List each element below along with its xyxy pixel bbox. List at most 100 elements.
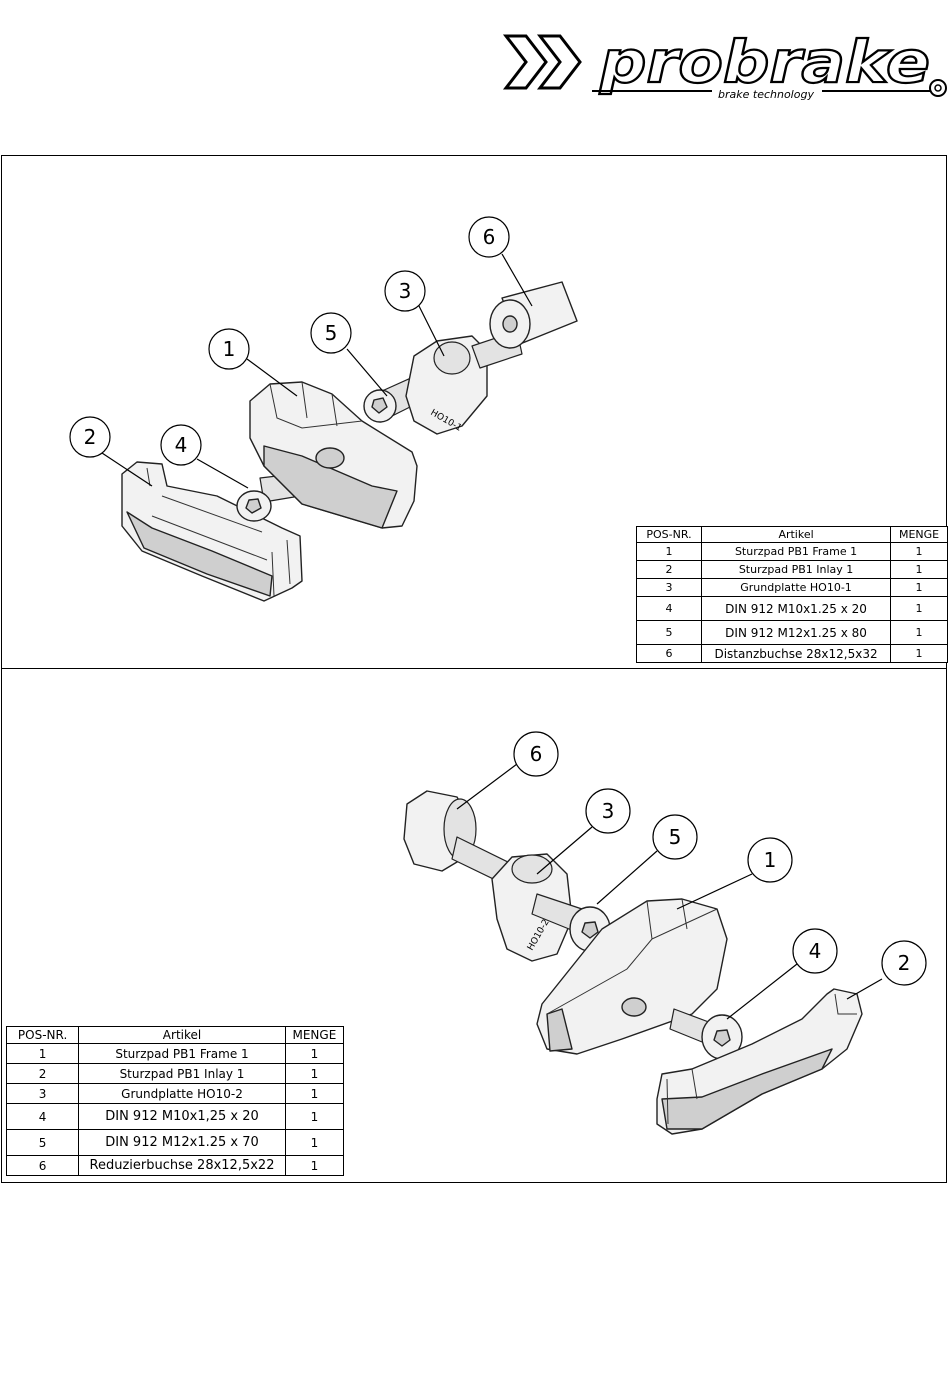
column-header-artikel: Artikel	[701, 526, 892, 543]
cell-menge: 1	[284, 1155, 345, 1176]
exploded-view-drawing: HO10-1 1 2 3 4 5 6	[69, 216, 578, 602]
cell-menge: 1	[890, 596, 948, 621]
cell-menge: 1	[284, 1063, 345, 1084]
balloon-3: 3	[384, 270, 426, 312]
cell-pos: 6	[5, 1155, 80, 1176]
cell-artikel: Sturzpad PB1 Inlay 1	[701, 560, 892, 579]
cell-artikel: DIN 912 M10x1.25 x 20	[701, 596, 892, 621]
cell-pos: 4	[5, 1103, 80, 1130]
part-sturzpad-inlay	[121, 461, 303, 602]
balloon-2: 2	[69, 416, 111, 458]
part-grundplatte: HO10-1	[405, 335, 488, 435]
assembly-panel-ho10-2: HO10-2	[1, 669, 947, 1183]
column-header-pos: POS-NR.	[5, 1026, 80, 1044]
column-header-menge: MENGE	[284, 1026, 345, 1044]
part-bolt-m12	[531, 893, 611, 952]
svg-text:5: 5	[325, 321, 338, 345]
cell-artikel: Grundplatte HO10-1	[701, 578, 892, 597]
cell-pos: 6	[635, 644, 703, 663]
logo-tagline: brake technology	[718, 88, 814, 101]
table-header-row: POS-NR. Artikel MENGE	[635, 526, 948, 543]
cell-artikel: DIN 912 M12x1.25 x 70	[78, 1129, 286, 1156]
cell-pos: 5	[635, 620, 703, 645]
balloon-2: 2	[881, 940, 927, 986]
probrake-logo: probrake brake technology	[502, 28, 947, 101]
cell-pos: 2	[5, 1063, 80, 1084]
cell-pos: 3	[635, 578, 703, 597]
balloon-3: 3	[585, 788, 631, 834]
svg-text:4: 4	[175, 433, 188, 457]
exploded-view-drawing: HO10-2	[403, 731, 927, 1135]
svg-text:1: 1	[764, 848, 777, 872]
cell-artikel: Distanzbuchse 28x12,5x32	[701, 644, 892, 663]
svg-text:2: 2	[84, 425, 97, 449]
balloon-1: 1	[208, 328, 250, 370]
cell-pos: 2	[635, 560, 703, 579]
cell-menge: 1	[284, 1103, 345, 1130]
balloon-group: 6 3 5 1 4 2	[456, 731, 927, 1020]
column-header-menge: MENGE	[890, 526, 948, 543]
column-header-pos: POS-NR.	[635, 526, 703, 543]
cell-pos: 1	[5, 1043, 80, 1064]
cell-artikel: Sturzpad PB1 Frame 1	[701, 542, 892, 561]
logo-brand: probrake	[599, 28, 930, 96]
cell-pos: 3	[5, 1083, 80, 1104]
balloon-4: 4	[792, 928, 838, 974]
svg-text:1: 1	[223, 337, 236, 361]
balloon-4: 4	[160, 424, 202, 466]
cell-menge: 1	[890, 644, 948, 663]
cell-pos: 4	[635, 596, 703, 621]
part-grundplatte: HO10-2	[491, 853, 573, 962]
cell-menge: 1	[890, 620, 948, 645]
balloon-5: 5	[310, 312, 352, 354]
cell-artikel: Sturzpad PB1 Frame 1	[78, 1043, 286, 1064]
svg-text:6: 6	[483, 225, 496, 249]
svg-text:2: 2	[898, 951, 911, 975]
balloon-6: 6	[513, 731, 559, 777]
part-sturzpad-frame	[249, 381, 418, 529]
balloon-5: 5	[652, 814, 698, 860]
cell-artikel: Grundplatte HO10-2	[78, 1083, 286, 1104]
cell-menge: 1	[890, 542, 948, 561]
assembly-panel-ho10-1: HO10-1 1 2 3 4 5 6 POS-NR.	[1, 155, 948, 669]
cell-menge: 1	[284, 1129, 345, 1156]
table-header-row: POS-NR. Artikel MENGE	[5, 1026, 345, 1044]
cell-pos: 1	[635, 542, 703, 561]
part-distanzbuchse	[489, 281, 578, 349]
balloon-6: 6	[468, 216, 510, 258]
svg-text:5: 5	[669, 825, 682, 849]
brake-line-icon	[592, 79, 947, 97]
part-sturzpad-inlay	[656, 988, 863, 1135]
cell-menge: 1	[284, 1083, 345, 1104]
cell-menge: 1	[890, 578, 948, 597]
svg-text:3: 3	[399, 279, 412, 303]
double-chevron-icon	[502, 34, 582, 90]
svg-text:4: 4	[809, 939, 822, 963]
balloon-1: 1	[747, 837, 793, 883]
cell-artikel: Sturzpad PB1 Inlay 1	[78, 1063, 286, 1084]
part-bolt-m10	[669, 1008, 743, 1060]
column-header-artikel: Artikel	[78, 1026, 286, 1044]
cell-menge: 1	[890, 560, 948, 579]
cell-pos: 5	[5, 1129, 80, 1156]
cell-artikel: DIN 912 M12x1.25 x 80	[701, 620, 892, 645]
cell-artikel: Reduzierbuchse 28x12,5x22	[78, 1155, 286, 1176]
svg-text:3: 3	[602, 799, 615, 823]
cell-menge: 1	[284, 1043, 345, 1064]
svg-text:6: 6	[530, 742, 543, 766]
balloon-group: 1 2 3 4 5 6	[69, 216, 533, 489]
